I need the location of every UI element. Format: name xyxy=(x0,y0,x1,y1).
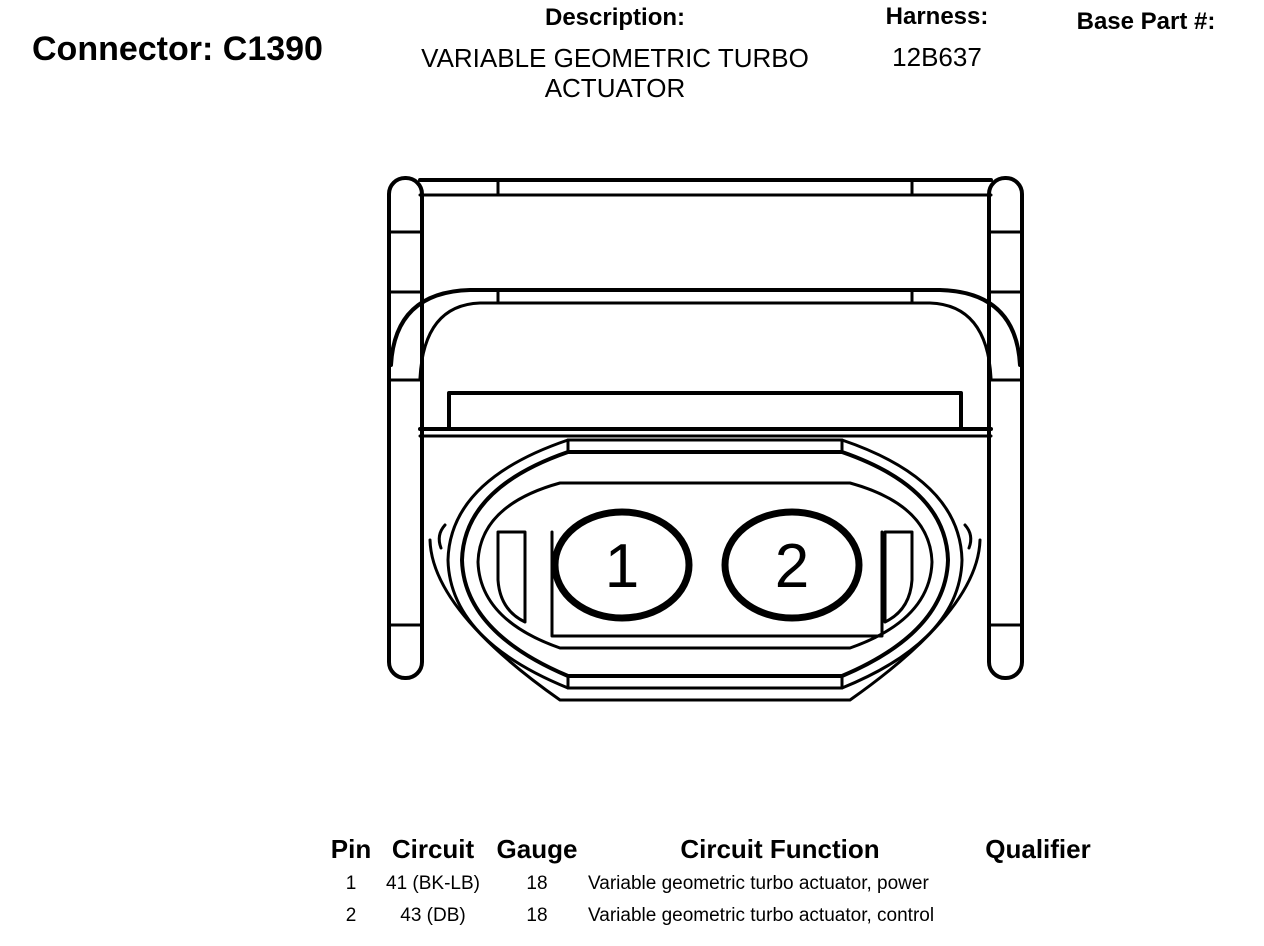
row-function: Variable geometric turbo actuator, contr… xyxy=(588,905,935,926)
column-header-qualifier: Qualifier xyxy=(985,834,1091,864)
harness-label: Harness: xyxy=(885,3,989,30)
left-hook xyxy=(437,523,447,550)
row-circuit: 43 (DB) xyxy=(400,905,466,926)
pin-well xyxy=(496,530,914,638)
pin-1-label: 1 xyxy=(605,532,639,601)
housing-arch xyxy=(389,288,1022,380)
row-function: Variable geometric turbo actuator, power xyxy=(588,873,929,894)
column-header-pin: Pin xyxy=(330,834,372,864)
right-latch-rail xyxy=(987,176,1024,680)
row-pin: 2 xyxy=(345,905,357,926)
pin-2-label: 2 xyxy=(775,532,809,601)
column-header-circuit: Circuit xyxy=(391,834,475,864)
description-line-2: ACTUATOR xyxy=(544,73,686,103)
column-header-gauge: Gauge xyxy=(496,834,578,864)
key-block xyxy=(418,391,993,438)
column-header-circuit-function: Circuit Function xyxy=(680,834,880,864)
right-hook xyxy=(963,523,973,550)
harness-value: 12B637 xyxy=(892,42,982,72)
row-circuit: 41 (BK-LB) xyxy=(386,873,480,894)
pin-2: 2 xyxy=(721,508,863,622)
row-pin: 1 xyxy=(345,873,357,894)
description-line-1: VARIABLE GEOMETRIC TURBO xyxy=(421,43,809,73)
left-latch-rail xyxy=(387,176,424,680)
description-value: VARIABLE GEOMETRIC TURBO ACTUATOR xyxy=(395,43,835,103)
row-gauge: 18 xyxy=(526,873,548,894)
connector-title: Connector: C1390 xyxy=(32,30,323,68)
terminal-cavity xyxy=(428,438,982,702)
row-gauge: 18 xyxy=(526,905,548,926)
base-part-label: Base Part #: xyxy=(1076,8,1216,35)
pin-1: 1 xyxy=(551,508,693,622)
description-label: Description: xyxy=(544,4,685,31)
top-bar xyxy=(418,178,993,197)
